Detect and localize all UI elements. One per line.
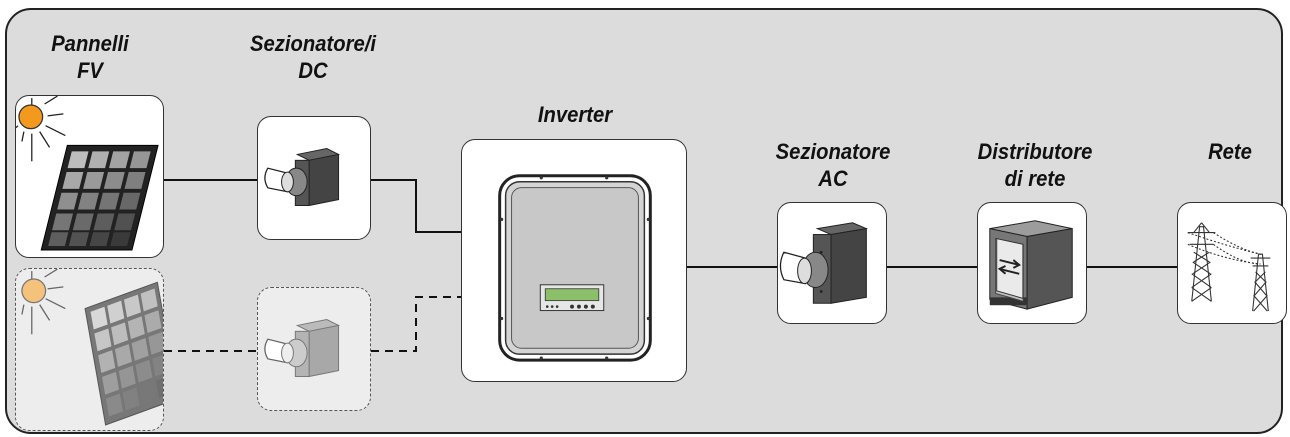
label-dc-disconnect: Sezionatore/i DC (235, 30, 391, 84)
label-pv-panels: Pannelli FV (35, 30, 145, 84)
wire-dc1-inverter (371, 179, 461, 233)
grid-meter-icon (989, 220, 1073, 310)
inverter-box (461, 139, 687, 382)
pv-panel-box-optional (15, 268, 164, 431)
label-ac-disconnect: Sezionatore AC (759, 138, 906, 192)
label-pv-panels-line2: FV (77, 58, 103, 83)
label-pv-panels-line1: Pannelli (51, 31, 129, 56)
label-grid-distributor-line1: Distributore (977, 139, 1093, 164)
grid-box (1177, 202, 1287, 324)
dc-disconnect-box (257, 116, 371, 240)
grid-distributor-box (977, 202, 1087, 324)
label-ac-disconnect-line2: AC (818, 166, 848, 191)
disconnect-switch-icon (264, 148, 341, 207)
label-grid-distributor: Distributore di rete (957, 138, 1113, 192)
label-grid-distributor-line2: di rete (1004, 166, 1066, 191)
label-inverter: Inverter (511, 101, 640, 128)
disconnect-switch-icon (264, 319, 341, 378)
label-grid-text: Rete (1208, 139, 1252, 164)
disconnect-switch-icon (779, 222, 869, 304)
label-grid: Rete (1193, 138, 1267, 165)
solar-panel-icon (16, 96, 159, 251)
label-dc-disconnect-line2: DC (298, 58, 328, 83)
pv-panel-box (15, 95, 164, 258)
ac-disconnect-box (777, 202, 887, 324)
label-inverter-text: Inverter (537, 102, 613, 127)
solar-panel-icon (21, 269, 163, 426)
inverter-icon (498, 174, 652, 362)
dc-disconnect-box-optional (257, 287, 371, 411)
label-dc-disconnect-line1: Sezionatore/i (250, 31, 376, 56)
power-tower-icon (1187, 222, 1271, 312)
wire-dc2-inverter (371, 296, 461, 352)
label-ac-disconnect-line1: Sezionatore (775, 139, 891, 164)
